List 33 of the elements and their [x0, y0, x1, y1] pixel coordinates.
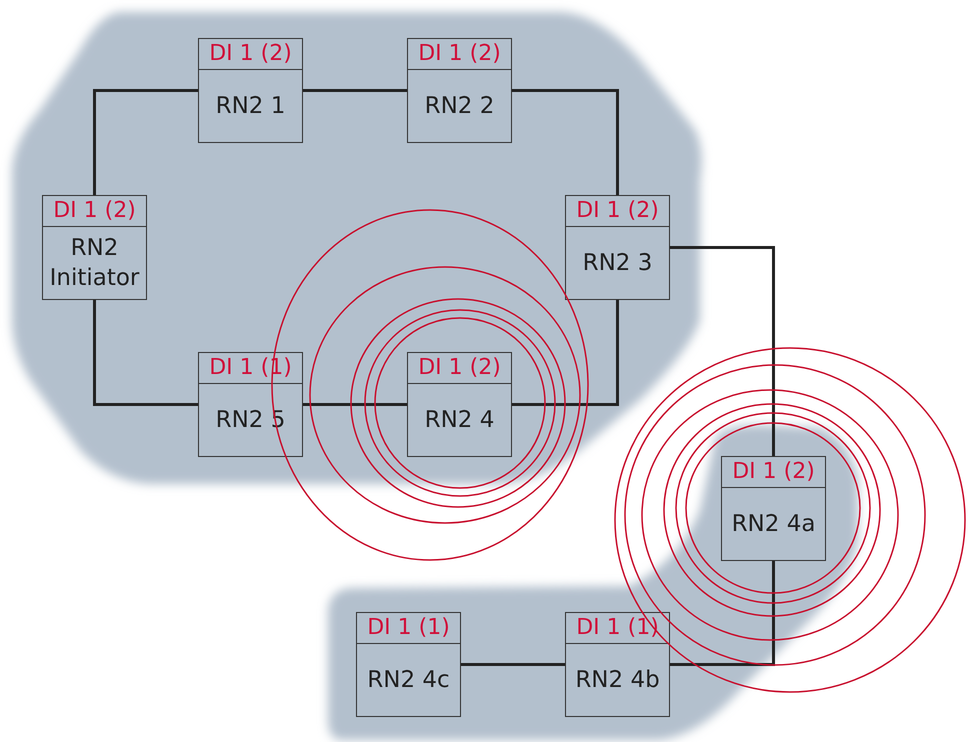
node-header: DI 1 (2) [418, 355, 501, 380]
connector-line [93, 300, 198, 406]
node-label: RN2 4 [424, 406, 494, 435]
node-label: RN2 4c [367, 666, 450, 695]
node-label: RN2 3 [582, 249, 652, 278]
connector-line [461, 663, 565, 666]
node-header: DI 1 (2) [209, 41, 292, 66]
node-label: RN2 Initiator [48, 234, 140, 293]
connector-line [303, 403, 407, 406]
node-box [356, 612, 461, 717]
connector-line [670, 246, 775, 456]
node-box [407, 352, 512, 457]
connector-line [512, 89, 619, 195]
node-box [407, 38, 512, 143]
node-label: RN2 1 [216, 92, 286, 121]
node-box [721, 456, 826, 561]
node-box [565, 612, 670, 717]
node-header: DI 1 (1) [367, 615, 450, 640]
connector-line [93, 89, 198, 195]
node-box [565, 195, 670, 300]
node-box [198, 38, 303, 143]
node-label: RN2 4b [575, 666, 660, 695]
node-box [198, 352, 303, 457]
node-box [42, 195, 147, 300]
connector-line [303, 89, 407, 92]
node-label: RN2 4a [732, 510, 816, 539]
node-header: DI 1 (2) [418, 41, 501, 66]
connector-line [670, 561, 775, 666]
node-label: RN2 2 [424, 92, 494, 121]
node-header: DI 1 (2) [732, 459, 815, 484]
node-header: DI 1 (2) [53, 198, 136, 223]
connector-line [512, 300, 619, 406]
node-header: DI 1 (2) [576, 198, 659, 223]
